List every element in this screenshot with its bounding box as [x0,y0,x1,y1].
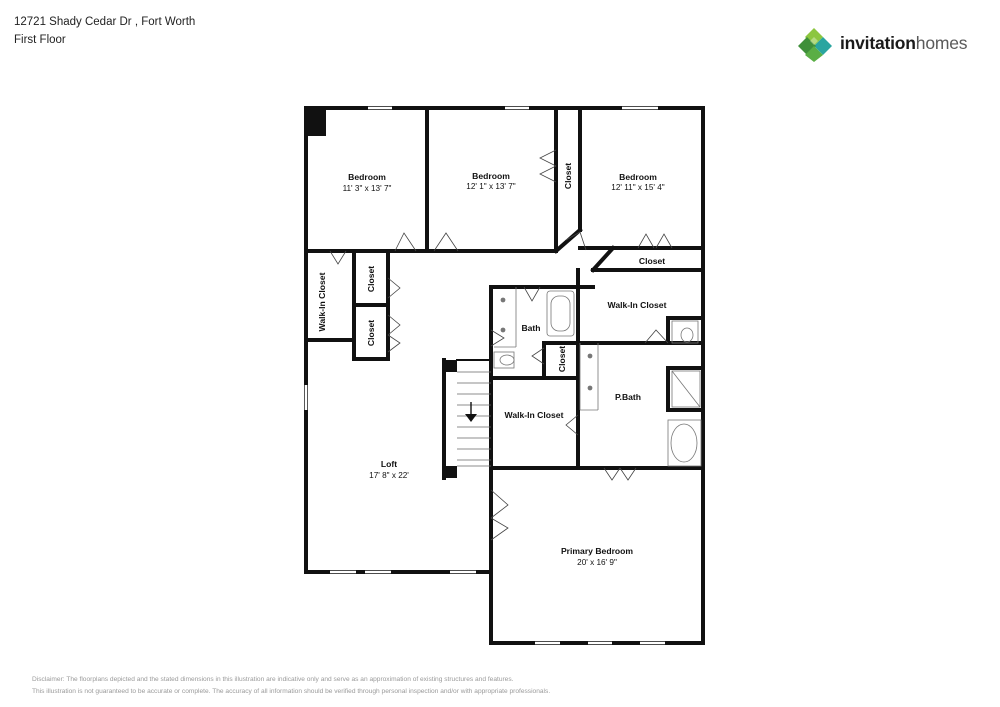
room-label-closet-right: Closet [639,256,665,266]
brand-wordmark: invitationhomes [840,33,968,53]
stair-arrow-icon [465,402,477,422]
sink-icon [500,297,593,391]
room-dims-loft: 17' 8" x 22' [369,471,409,480]
room-dims-bedroom-1: 11' 3" x 13' 7" [343,184,392,193]
room-label-walkin-left: Walk-In Closet [317,272,327,331]
room-label-primary-bedroom: Primary Bedroom [561,546,633,556]
room-label-closet-top: Closet [563,163,573,189]
toilet-icon [493,351,515,369]
floor-label: First Floor [14,34,66,46]
room-label-bedroom-2: Bedroom [472,171,510,181]
brand-logo: invitationhomes [798,26,978,62]
room-label-closet-left-a: Closet [366,266,376,292]
room-label-walkin-center: Walk-In Closet [505,410,564,420]
room-dims-primary-bedroom: 20' x 16' 9" [577,558,617,567]
room-label-loft: Loft [381,459,397,469]
room-label-closet-left-b: Closet [366,320,376,346]
room-label-closet-mid: Closet [557,346,567,372]
toilet-icon [671,320,699,344]
address-title: 12721 Shady Cedar Dr , Fort Worth [14,16,196,28]
shower-icon [671,370,701,408]
room-label-bedroom-3: Bedroom [619,172,657,182]
room-dims-bedroom-3: 12' 11" x 15' 4" [611,183,664,192]
logo-mark-icon [798,28,832,62]
room-label-walkin-right: Walk-In Closet [608,300,667,310]
room-label-bedroom-1: Bedroom [348,172,386,182]
disclaimer-line-2: This illustration is not guaranteed to b… [32,688,551,695]
disclaimer-line-1: Disclaimer: The floorplans depicted and … [32,676,514,683]
bathtub-icon [546,290,575,337]
room-label-pbath: P.Bath [615,392,641,402]
tub-icon [667,419,702,467]
room-dims-bedroom-2: 12' 1" x 13' 7" [466,182,516,191]
room-label-bath: Bath [521,323,540,333]
